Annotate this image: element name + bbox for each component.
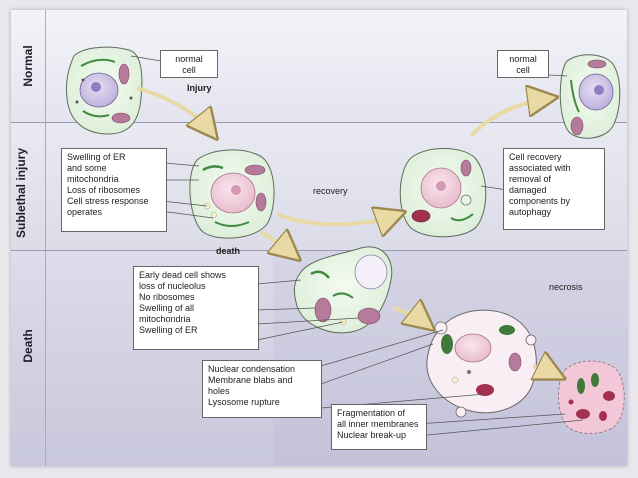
- nuclear-condensation-box: Nuclear condensation Membrane blabs and …: [202, 360, 322, 418]
- early-dead-cell: [293, 246, 393, 334]
- box-line: Swelling of ER: [67, 152, 126, 162]
- diagram-drawing: [66, 46, 625, 437]
- box-line: associated with: [509, 163, 571, 173]
- row-divider: [11, 250, 627, 251]
- box-line: all inner membranes: [337, 419, 419, 429]
- box-line: Membrane blabs and: [208, 375, 293, 385]
- cell-recovery-box: Cell recovery associated with removal of…: [503, 148, 605, 230]
- normal-cell-label-right: normal cell: [497, 50, 549, 78]
- box-line: components by: [509, 196, 571, 206]
- box-line: Fragmentation of: [337, 408, 406, 418]
- box-line: removal of: [509, 174, 552, 184]
- normal-cell-label-left: normal cell: [160, 50, 218, 78]
- normal-cell-text: normal cell: [509, 54, 537, 75]
- box-line: autophagy: [509, 207, 552, 217]
- recovering-cell: [399, 147, 487, 238]
- sublethal-changes-box: Swelling of ER and some mitochondria Los…: [61, 148, 167, 232]
- box-line: Nuclear break-up: [337, 430, 407, 440]
- recovery-arrow: [276, 214, 399, 225]
- box-line: Lysosome rupture: [208, 397, 280, 407]
- box-line: Early dead cell shows: [139, 270, 227, 280]
- box-line: loss of nucleolus: [139, 281, 206, 291]
- box-line: operates: [67, 207, 103, 217]
- necrotic-cell: [426, 309, 537, 418]
- injury-arrow: [136, 86, 213, 134]
- death-label: death: [216, 246, 241, 256]
- box-line: Cell recovery: [509, 152, 562, 162]
- fragment-arrow: [533, 366, 559, 376]
- fragmentation-box: Fragmentation of all inner membranes Nuc…: [331, 404, 427, 450]
- swollen-cell: [189, 149, 275, 239]
- recovery-label: recovery: [313, 186, 348, 196]
- normal-cell-left: [66, 46, 143, 135]
- box-line: No ribosomes: [139, 292, 195, 302]
- box-line: damaged: [509, 185, 547, 195]
- fragmented-cell: [558, 360, 625, 434]
- return-arrow: [469, 98, 551, 138]
- box-line: Swelling of all: [139, 303, 195, 313]
- box-line: holes: [208, 386, 230, 396]
- box-line: and some: [67, 163, 107, 173]
- box-line: Nuclear condensation: [208, 364, 296, 374]
- box-line: Swelling of ER: [139, 325, 198, 335]
- death-arrow: [259, 232, 295, 256]
- box-line: mitochondria: [139, 314, 191, 324]
- diagram-frame: Normal Sublethal injury Death: [11, 10, 627, 466]
- necrosis-arrow: [392, 308, 429, 326]
- box-line: Cell stress response: [67, 196, 149, 206]
- normal-cell-text: normal cell: [175, 54, 203, 75]
- early-dead-cell-box: Early dead cell shows loss of nucleolus …: [133, 266, 259, 350]
- box-line: mitochondria: [67, 174, 119, 184]
- row-divider: [11, 122, 627, 123]
- necrosis-label: necrosis: [549, 282, 583, 292]
- row-label-column: [11, 10, 46, 466]
- box-line: Loss of ribosomes: [67, 185, 141, 195]
- normal-cell-right: [559, 54, 621, 139]
- injury-label: Injury: [187, 83, 212, 93]
